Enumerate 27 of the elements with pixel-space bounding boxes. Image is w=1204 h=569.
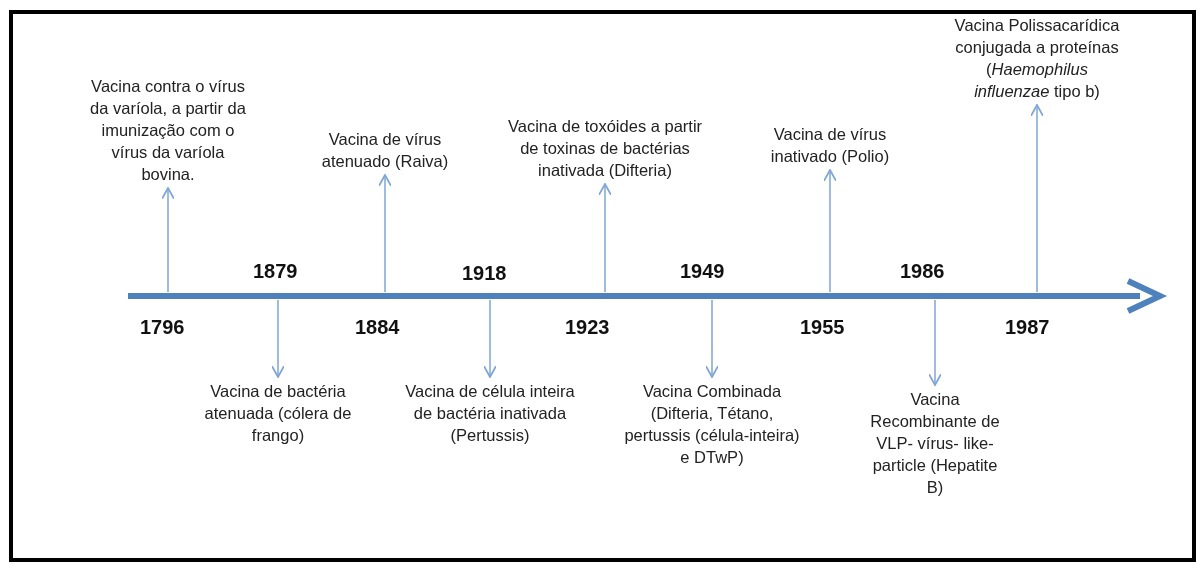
arrow <box>928 299 942 386</box>
year-label: 1987 <box>1005 316 1050 339</box>
year-label: 1949 <box>680 260 725 283</box>
year-label: 1884 <box>355 316 400 339</box>
year-label: 1986 <box>900 260 945 283</box>
event-description: Vacina de bactéria atenuada (cólera de frango) <box>185 380 371 446</box>
event-description: Vacina de célula inteira de bactéria inativada (Pertussis) <box>397 380 583 446</box>
arrow <box>378 174 392 293</box>
arrow <box>483 299 497 378</box>
year-label: 1918 <box>462 262 507 285</box>
year-label: 1955 <box>800 316 845 339</box>
event-description: Vacina Polissacarídica conjugada a proteínas (Haemophilus influenzae tipo b) <box>954 14 1120 102</box>
arrow <box>705 299 719 378</box>
year-label: 1923 <box>565 316 610 339</box>
event-description: Vacina Recombinante de VLP- vírus- like- particle (Hepatite B) <box>865 388 1005 498</box>
event-description: Vacina Combinada (Difteria, Tétano, pertussis (célula-inteira) e DTwP) <box>619 380 805 468</box>
arrow <box>271 299 285 378</box>
event-description: Vacina de vírus inativado (Polio) <box>755 123 905 167</box>
year-label: 1796 <box>140 316 185 339</box>
year-label: 1879 <box>253 260 298 283</box>
event-description: Vacina de vírus atenuado (Raiva) <box>300 128 470 172</box>
arrow <box>161 187 175 293</box>
event-description: Vacina de toxóides a partir de toxinas de bactérias inativada (Difteria) <box>497 115 713 181</box>
arrow <box>823 169 837 293</box>
arrow <box>598 183 612 293</box>
arrow <box>1030 104 1044 293</box>
event-description: Vacina contra o vírus da varíola, a partir da imunização com o vírus da varíola bovina. <box>85 75 251 185</box>
